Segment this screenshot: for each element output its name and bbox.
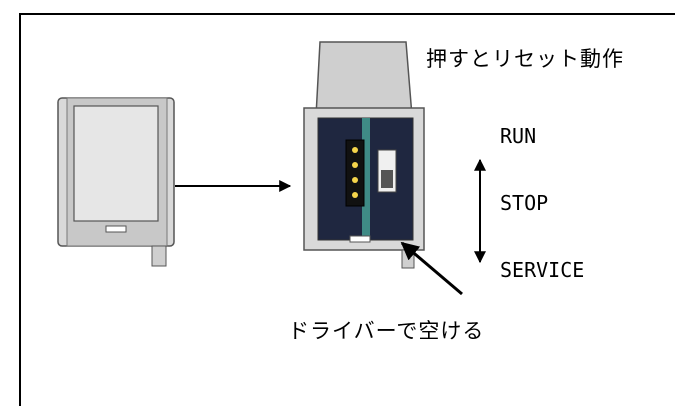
run-label: RUN (500, 124, 537, 148)
device-closed-icon (57, 97, 175, 267)
service-label: SERVICE (500, 258, 585, 282)
device-open-icon (303, 41, 425, 269)
pointer-arrow-icon (400, 241, 463, 296)
reset-label: 押すとリセット動作 (426, 47, 624, 71)
outer-frame (19, 13, 675, 406)
stop-label: STOP (500, 191, 549, 215)
driver-label: ドライバーで空ける (288, 319, 485, 343)
